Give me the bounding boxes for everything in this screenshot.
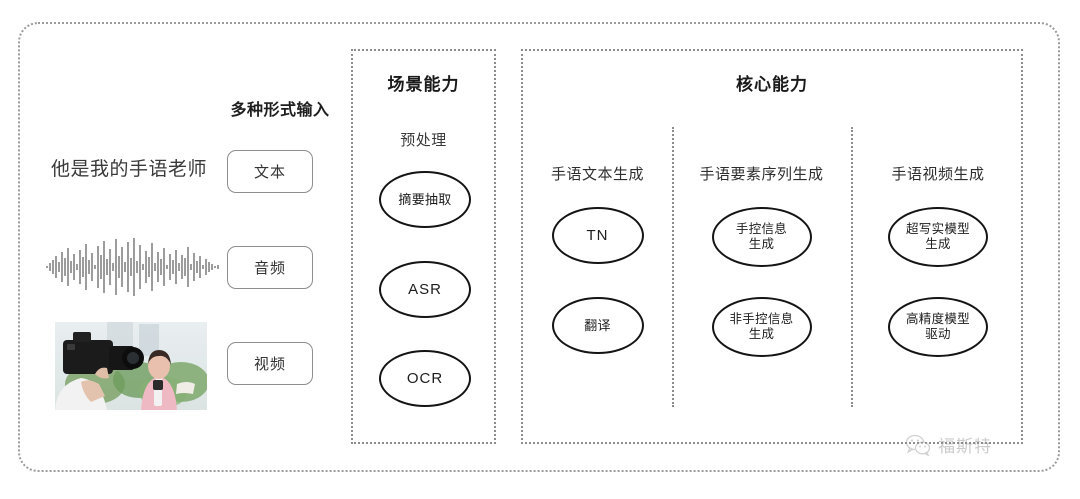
core-panel-title: 核心能力 <box>736 75 808 94</box>
core-column-1-label: 手语文本生成 <box>550 166 644 183</box>
sample-text-sentence: 他是我的手语老师 <box>50 159 207 180</box>
scene-panel-subtitle: 预处理 <box>400 132 447 149</box>
node-summary-extraction[interactable]: 摘要抽取 <box>379 171 471 228</box>
scene-capability-panel: 场景能力 预处理 摘要抽取 ASR OCR <box>351 49 496 444</box>
core-column-sign-element-sequence-generation: 手语要素序列生成 手控信息 生成 非手控信息 生成 <box>672 51 851 442</box>
node-photorealistic-model-generation[interactable]: 超写实模型 生成 <box>888 207 988 267</box>
video-thumbnail <box>55 322 207 410</box>
node-asr[interactable]: ASR <box>379 261 471 318</box>
core-column-divider-2 <box>851 127 853 407</box>
core-column-2-label: 手语要素序列生成 <box>699 166 824 183</box>
input-button-audio-label: 音频 <box>253 260 286 277</box>
input-button-text-label: 文本 <box>253 164 286 181</box>
audio-waveform-icon <box>45 236 225 298</box>
watermark-text: 福斯特 <box>938 437 992 456</box>
outer-frame <box>18 22 1060 472</box>
input-button-video-label: 视频 <box>253 356 286 373</box>
core-column-3-label: 手语视频生成 <box>891 166 985 183</box>
node-ocr[interactable]: OCR <box>379 350 471 407</box>
core-column-divider-1 <box>672 127 674 407</box>
core-column-sign-text-generation: 手语文本生成 TN 翻译 <box>523 51 672 442</box>
node-translation[interactable]: 翻译 <box>551 297 644 354</box>
node-manual-info-generation[interactable]: 手控信息 生成 <box>711 207 812 267</box>
wechat-icon <box>905 434 931 456</box>
node-high-precision-model-driving[interactable]: 高精度模型 驱动 <box>888 297 988 357</box>
watermark: 福斯特 <box>905 432 992 457</box>
node-tn[interactable]: TN <box>551 207 644 264</box>
core-capability-panel: 核心能力 手语文本生成 TN 翻译 手语要素序列生成 手控信息 生成 非手控信息… <box>521 49 1023 444</box>
input-button-video[interactable]: 视频 <box>227 342 313 385</box>
input-button-text[interactable]: 文本 <box>227 150 313 193</box>
core-column-sign-video-generation: 手语视频生成 超写实模型 生成 高精度模型 驱动 <box>851 51 1025 442</box>
input-section-heading: 多种形式输入 <box>230 102 330 119</box>
input-section: 多种形式输入 他是我的手语老师 <box>30 96 330 426</box>
input-button-audio[interactable]: 音频 <box>227 246 313 289</box>
scene-panel-title: 场景能力 <box>387 75 460 94</box>
node-non-manual-info-generation[interactable]: 非手控信息 生成 <box>711 297 812 357</box>
